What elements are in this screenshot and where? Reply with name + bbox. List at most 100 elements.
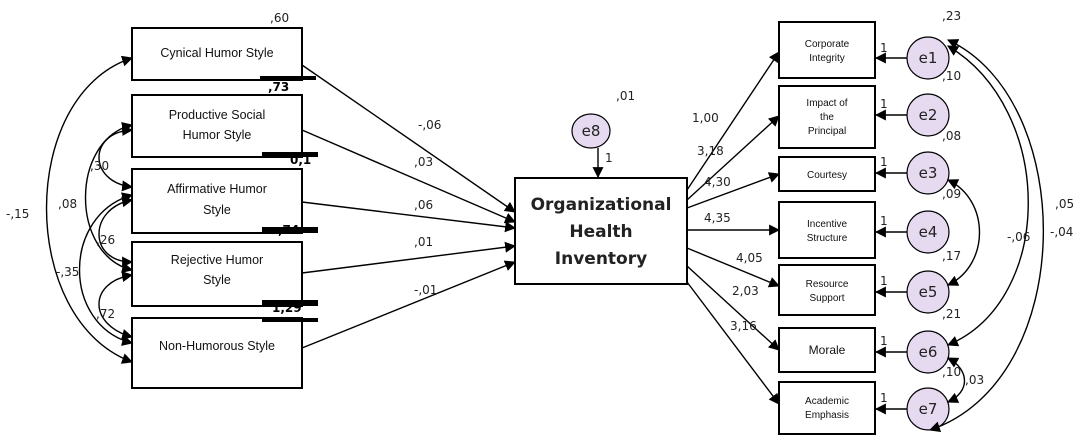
- cov-curve-e3-e5: [947, 179, 981, 286]
- svg-text:Non-Humorous Style: Non-Humorous Style: [159, 339, 275, 353]
- svg-text:Integrity: Integrity: [809, 53, 845, 64]
- left-box-rejective: Rejective Humor Style: [131, 241, 318, 307]
- svg-text:Resource: Resource: [806, 279, 849, 290]
- svg-text:Organizational: Organizational: [531, 195, 672, 215]
- cov-label-e6-e7: ,03: [965, 373, 984, 387]
- cov-label-3-4: ,72: [96, 307, 115, 321]
- err-var-e5: ,17: [942, 249, 961, 263]
- loading-morale: 2,03: [732, 284, 759, 298]
- left-var-productive: ,73: [268, 80, 289, 94]
- path-academic: [686, 281, 780, 405]
- coef-rejective: ,01: [414, 235, 433, 249]
- e8-loading: 1: [605, 151, 613, 165]
- svg-text:Structure: Structure: [807, 233, 848, 244]
- svg-text:e3: e3: [919, 164, 938, 182]
- cov-curve-2-3: [98, 196, 134, 268]
- path-courtesy: [686, 172, 781, 209]
- e8-label: e8: [582, 122, 601, 140]
- left-var-cynical: ,60: [270, 11, 289, 25]
- err-loading-e6: 1: [880, 334, 888, 348]
- path-corporate-integrity: [686, 51, 780, 191]
- right-box-corporate-integrity: Corporate Integrity: [778, 21, 876, 79]
- coef-non-humorous: -,01: [414, 283, 437, 297]
- svg-text:Courtesy: Courtesy: [807, 170, 847, 181]
- err-loading-e1: 1: [880, 41, 888, 55]
- coef-productive: ,03: [414, 155, 433, 169]
- coef-affirmative: ,06: [414, 198, 433, 212]
- cov-curve-0-5: [45, 55, 134, 364]
- cov-label-e1-e6: ,05: [1055, 197, 1074, 211]
- right-box-resource: Resource Support: [778, 264, 876, 316]
- svg-text:Humor Style: Humor Style: [183, 128, 252, 142]
- right-box-incentive: Incentive Structure: [778, 201, 876, 259]
- err-loading-e3: 1: [880, 155, 888, 169]
- cov-label-e3-e5: -,06: [1007, 230, 1030, 244]
- e8-variance: ,01: [616, 89, 635, 103]
- svg-text:Productive Social: Productive Social: [169, 108, 266, 122]
- svg-text:Style: Style: [203, 273, 231, 287]
- svg-text:Rejective Humor: Rejective Humor: [171, 253, 263, 267]
- svg-text:Affirmative Humor: Affirmative Humor: [167, 182, 267, 196]
- path-cynical: [301, 64, 516, 213]
- svg-text:Inventory: Inventory: [555, 249, 647, 269]
- right-box-courtesy: Courtesy: [778, 156, 876, 192]
- cov-curve-1-4: [84, 122, 134, 273]
- svg-text:e4: e4: [919, 223, 938, 241]
- svg-text:e5: e5: [919, 283, 938, 301]
- loading-academic: 3,16: [730, 319, 757, 333]
- path-impact-principal: [686, 115, 780, 201]
- svg-text:Style: Style: [203, 203, 231, 217]
- svg-text:Emphasis: Emphasis: [805, 410, 849, 421]
- err-var-e2: ,10: [942, 69, 961, 83]
- center-box-organizational-health: Organizational Health Inventory: [514, 177, 688, 285]
- svg-text:Morale: Morale: [809, 343, 846, 357]
- svg-text:e6: e6: [919, 343, 938, 361]
- err-var-e4: ,09: [942, 187, 961, 201]
- right-box-academic: Academic Emphasis: [778, 381, 876, 435]
- err-loading-e4: 1: [880, 214, 888, 228]
- right-box-morale: Morale: [778, 327, 876, 373]
- svg-text:e2: e2: [919, 106, 938, 124]
- left-box-cynical: Cynical Humor Style: [131, 27, 316, 81]
- err-loading-e2: 1: [880, 97, 888, 111]
- err-var-e3: ,08: [942, 129, 961, 143]
- loading-impact: 3,18: [697, 144, 724, 158]
- error-e4: e4: [906, 210, 950, 254]
- svg-text:Corporate: Corporate: [805, 39, 850, 50]
- cov-curve-3-4: [98, 271, 134, 340]
- svg-text:Academic: Academic: [805, 396, 849, 407]
- err-var-e6: ,21: [942, 307, 961, 321]
- cov-curve-e1-e7: [928, 39, 1045, 433]
- cov-label-0-5: -,15: [6, 207, 29, 221]
- left-var-affirmative: 0,1: [290, 153, 311, 167]
- svg-text:Cynical Humor Style: Cynical Humor Style: [160, 46, 273, 60]
- svg-text:e1: e1: [919, 49, 938, 67]
- cov-curve-1-2: [98, 124, 134, 192]
- err-var-e7: ,10: [942, 365, 961, 379]
- path-productive: [301, 129, 517, 224]
- svg-text:Support: Support: [809, 293, 844, 304]
- cov-label-e1-e7: -,04: [1050, 225, 1073, 239]
- err-loading-e5: 1: [880, 274, 888, 288]
- loading-corporate: 1,00: [692, 111, 719, 125]
- left-box-affirmative: Affirmative Humor Style: [131, 168, 318, 234]
- cov-label-2-3: ,26: [96, 233, 115, 247]
- svg-text:the: the: [820, 112, 834, 123]
- path-morale: [686, 265, 780, 351]
- left-var-non-humorous: 1,29: [272, 301, 302, 315]
- svg-text:Incentive: Incentive: [807, 219, 847, 230]
- cov-label-1-2: ,30: [90, 159, 109, 173]
- left-box-non-humorous: Non-Humorous Style: [131, 317, 318, 389]
- e8-circle: [571, 113, 611, 149]
- svg-text:e7: e7: [919, 400, 938, 418]
- loading-resource: 4,05: [736, 251, 763, 265]
- path-affirmative: [301, 201, 517, 233]
- cov-curve-e1-e6: [946, 45, 1029, 347]
- svg-text:Impact of: Impact of: [806, 98, 847, 109]
- path-rejective: [301, 241, 517, 274]
- err-loading-e7: 1: [880, 391, 888, 405]
- path-resource: [686, 247, 781, 288]
- error-e7: e7: [906, 387, 950, 431]
- loading-incentive: 4,35: [704, 211, 731, 225]
